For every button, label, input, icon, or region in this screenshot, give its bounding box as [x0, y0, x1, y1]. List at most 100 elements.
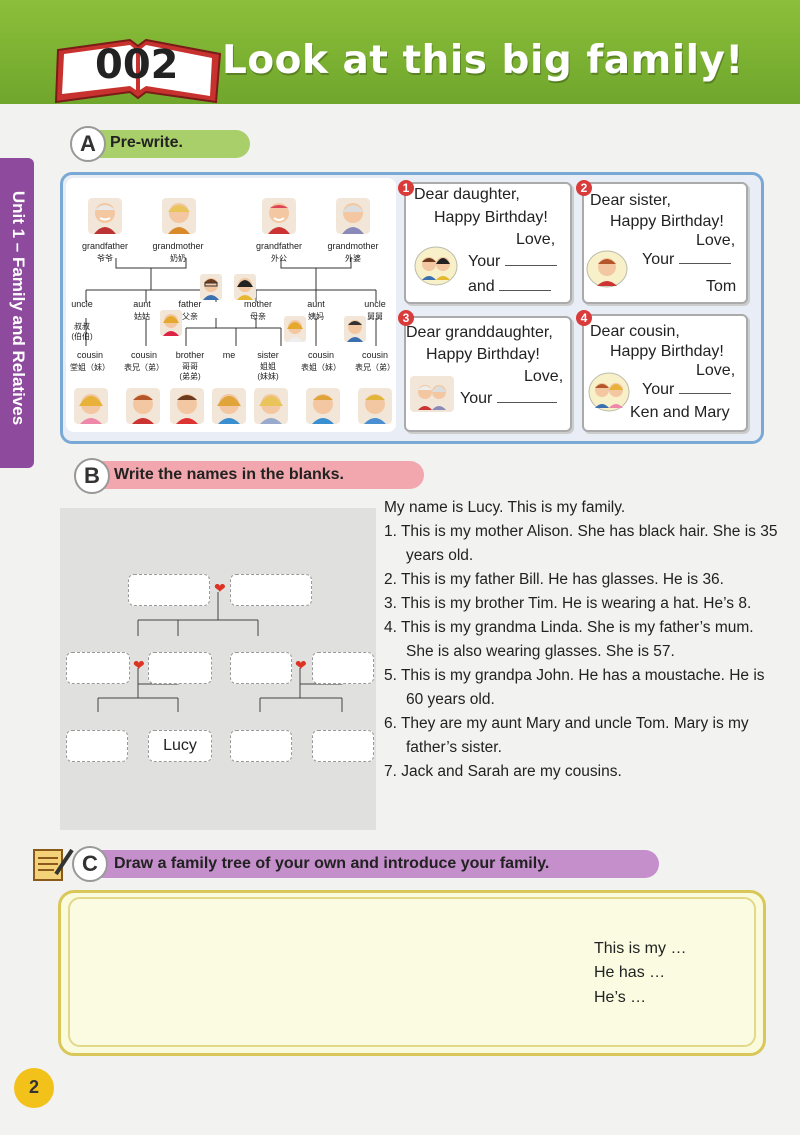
label-grandfather-paternal: grandfather	[81, 241, 129, 251]
drawing-area[interactable]	[68, 897, 756, 1047]
card-1-love: Love,	[516, 231, 556, 248]
cousin-boy-2-icon	[358, 388, 392, 424]
story-item: 6. They are my aunt Mary and uncle Tom. …	[384, 715, 749, 756]
section-a-label: Pre-write.	[110, 134, 183, 151]
page-number: 2	[14, 1068, 54, 1108]
label-cousin-3-cn: 表姐（妹）	[301, 363, 341, 372]
story-item: 4. This is my grandma Linda. She is my f…	[384, 619, 754, 660]
card-3-greeting: Dear granddaughter,	[406, 324, 553, 341]
name-box-uncle[interactable]	[148, 652, 212, 684]
card-2-brother-icon	[586, 250, 628, 288]
name-tree-lines	[97, 592, 343, 712]
card-4-greeting: Dear cousin,	[590, 323, 680, 340]
family-tree-lines	[85, 258, 377, 346]
card-1-your: Your	[468, 253, 557, 271]
name-box-cousin-2[interactable]	[230, 730, 292, 762]
brother-icon	[170, 388, 204, 424]
page-title: Look at this big family!	[222, 38, 744, 83]
birthday-card-4	[582, 314, 748, 432]
name-box-mother[interactable]	[312, 652, 374, 684]
card-4-cousins-icon	[588, 372, 630, 412]
card-2-your: Your	[642, 251, 731, 269]
card-1-greeting: Dear daughter,	[414, 186, 520, 203]
card-4-your: Your	[642, 381, 731, 399]
label-uncle-paternal: uncle	[71, 299, 93, 309]
me-icon	[212, 388, 246, 424]
card-1-parents-icon	[414, 246, 458, 286]
card-1-and: and	[468, 278, 552, 296]
grandmother-maternal-icon	[336, 198, 370, 234]
mother-icon	[234, 274, 256, 300]
story-item: 3. This is my brother Tim. He is wearing…	[384, 595, 752, 612]
label-me: me	[222, 350, 236, 360]
card-2-signature: Tom	[706, 278, 737, 295]
card-3-your: Your	[460, 390, 557, 408]
label-mother: mother	[243, 299, 272, 309]
card-1-wish: Happy Birthday!	[434, 209, 548, 226]
open-book-icon	[54, 38, 222, 104]
grandfather-paternal-icon	[88, 198, 122, 234]
card-2-love: Love,	[696, 232, 736, 249]
cousin-boy-icon	[126, 388, 160, 424]
section-c-label: Draw a family tree of your own and intro…	[114, 855, 550, 872]
card-2-number: 2	[576, 180, 592, 196]
section-c-bar	[74, 850, 659, 878]
name-box-lucy: Lucy	[148, 730, 212, 762]
label-brother-cn: 哥哥 (弟弟)	[179, 362, 201, 381]
label-uncle-paternal-cn: 叔叔 (伯伯)	[71, 322, 93, 341]
card-3-wish: Happy Birthday!	[426, 346, 540, 363]
label-cousin-2-cn: 表兄（弟）	[124, 363, 164, 372]
unit-side-tab-label: Unit 1 – Family and Relatives	[9, 190, 28, 426]
story-item: 2. This is my father Bill. He has glasse…	[384, 571, 724, 588]
label-cousin-4: cousin	[361, 350, 388, 360]
label-aunt-paternal-cn: 姑姑	[134, 312, 150, 321]
name-box-grandma[interactable]	[230, 574, 312, 606]
cousin-girl-2-icon	[306, 388, 340, 424]
grandfather-maternal-icon	[262, 198, 296, 234]
prompt-line: This is my …	[594, 940, 687, 957]
card-3-number: 3	[398, 310, 414, 326]
story-item: 7. Jack and Sarah are my cousins.	[384, 763, 622, 780]
uncle-maternal-icon	[344, 316, 366, 342]
label-brother: brother	[175, 350, 205, 360]
heart-icon: ❤	[133, 657, 145, 673]
writing-pad-icon	[33, 848, 74, 881]
label-grandfather-maternal: grandfather	[255, 241, 303, 251]
label-father-cn: 父亲	[182, 312, 198, 321]
cousin-girl-icon	[74, 388, 108, 424]
label-uncle-maternal: uncle	[364, 299, 386, 309]
section-b-bar	[74, 461, 424, 489]
label-grandfather-paternal-cn: 爷爷	[97, 254, 113, 263]
label-cousin-1: cousin	[76, 350, 103, 360]
aunt-maternal-icon	[284, 316, 306, 342]
label-sister: sister	[257, 350, 279, 360]
prompt-line: He has …	[594, 964, 666, 981]
story-item: 5. This is my grandpa John. He has a mou…	[384, 667, 765, 708]
section-b-letter: B	[74, 458, 110, 494]
card-3-grandparents-icon	[410, 376, 454, 412]
section-c-letter: C	[72, 846, 108, 882]
name-box-brother[interactable]	[312, 730, 374, 762]
card-2-wish: Happy Birthday!	[610, 213, 724, 230]
name-box-grandpa[interactable]	[128, 574, 210, 606]
name-box-father[interactable]	[230, 652, 292, 684]
family-story: My name is Lucy. This is my family. 1. T…	[384, 496, 784, 784]
lesson-number: 002	[95, 42, 179, 88]
card-4-wish: Happy Birthday!	[610, 343, 724, 360]
story-item: 1. This is my mother Alison. She has bla…	[384, 523, 778, 564]
card-4-signature: Ken and Mary	[630, 404, 730, 421]
aunt-paternal-icon	[160, 310, 182, 336]
label-cousin-3: cousin	[307, 350, 334, 360]
label-cousin-1-cn: 堂姐（妹）	[70, 363, 110, 372]
label-cousin-4-cn: 表兄（弟）	[355, 363, 395, 372]
section-a-letter: A	[70, 126, 106, 162]
name-box-cousin-1[interactable]	[66, 730, 128, 762]
name-box-aunt[interactable]	[66, 652, 130, 684]
story-intro: My name is Lucy. This is my family.	[384, 499, 626, 516]
card-1-number: 1	[398, 180, 414, 196]
label-aunt-maternal: aunt	[307, 299, 325, 309]
label-father: father	[178, 299, 202, 309]
card-4-love: Love,	[696, 362, 736, 379]
heart-icon: ❤	[295, 657, 307, 673]
label-sister-cn: 姐姐 (妹妹)	[257, 362, 279, 381]
